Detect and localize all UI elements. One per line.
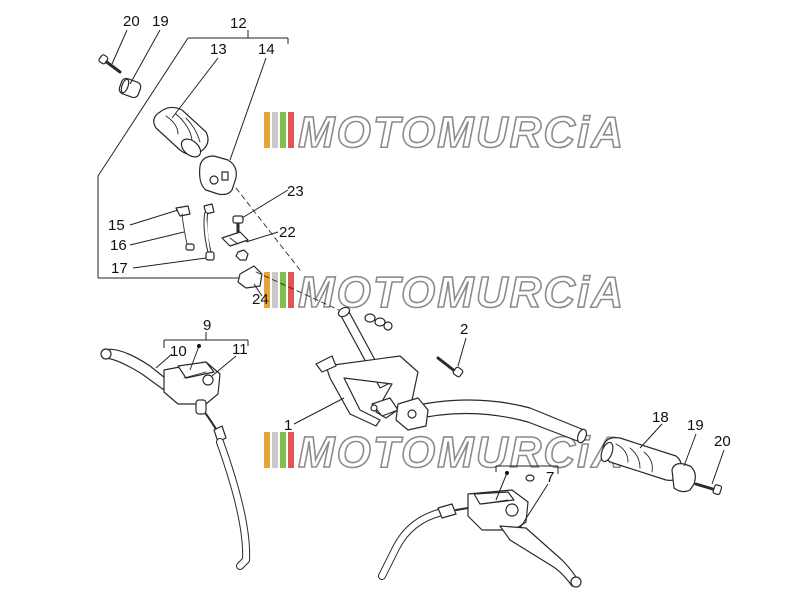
leader-11 [211,355,237,377]
part-19-bar-end-weight-right [671,463,696,493]
part-2-bolt [436,356,464,378]
callout-23: 23 [287,183,304,200]
callout-19: 19 [152,13,169,30]
part-14-switch-housing [199,155,237,196]
watermark-text: MOTOMURCiA [298,268,625,317]
leader-1 [293,397,345,425]
callout-7: 7 [546,469,554,486]
part-nut [235,249,249,261]
callout-13: 13 [210,41,227,58]
leader-16 [129,231,185,246]
callout-9: 9 [203,317,211,334]
callout-14: 14 [258,41,275,58]
callout-22: 22 [279,224,296,241]
part-24-counterweight [237,265,263,289]
part-1-handlebar [315,306,588,444]
leader-19-right [683,433,697,467]
watermark-2: MOTOMURCiA [264,267,625,318]
part-13-grip-left [153,106,209,158]
callout-1: 1 [284,417,292,434]
leader-19-left [129,29,161,85]
callout-10: 10 [170,343,187,360]
callout-15: 15 [108,217,125,234]
watermark-text: MOTOMURCiA [298,108,625,157]
leader-23 [241,189,289,219]
callout-11: 11 [232,341,248,358]
part-20-bar-end-screw-left [98,54,122,74]
leader-20-right [711,449,725,485]
part-washers [364,313,393,331]
callout-20-right: 20 [714,433,731,450]
group-bracket-12 [97,30,289,279]
leader-2 [457,337,467,367]
leader-17 [132,257,207,269]
part-17-cable-end [185,243,195,251]
callout-18: 18 [652,409,669,426]
callout-24: 24 [252,291,269,308]
callout-12: 12 [230,15,247,32]
leader-ref [189,345,200,371]
part-20-bar-end-screw-right [694,482,723,496]
leader-18 [639,423,663,449]
leader-7 [519,483,549,529]
callout-2: 2 [460,321,468,338]
leader-22 [245,231,279,243]
part-15-cable-guide [175,205,191,249]
assembly-axis-1 [255,271,353,317]
watermark-1: MOTOMURCiA [264,107,625,158]
callout-16: 16 [110,237,127,254]
group-bracket-9 [163,332,249,348]
leader-10 [155,353,173,369]
leader-20-left [111,29,128,65]
callout-20: 20 [123,13,140,30]
leader-24 [253,283,263,297]
callout-19-right: 19 [687,417,704,434]
part-22-clamp [221,231,249,247]
part-19-bar-end-weight-left [118,77,142,99]
leader-13 [171,57,219,119]
part-9-left-lever-assembly [100,348,251,570]
group-bracket-7 [495,465,559,474]
leader-15 [129,209,179,226]
part-7-right-lever-assembly [378,474,582,588]
callout-17: 17 [111,260,128,277]
part-16-cable-sheath [203,203,215,261]
leader-ref [495,472,508,501]
leader-14 [229,57,267,161]
